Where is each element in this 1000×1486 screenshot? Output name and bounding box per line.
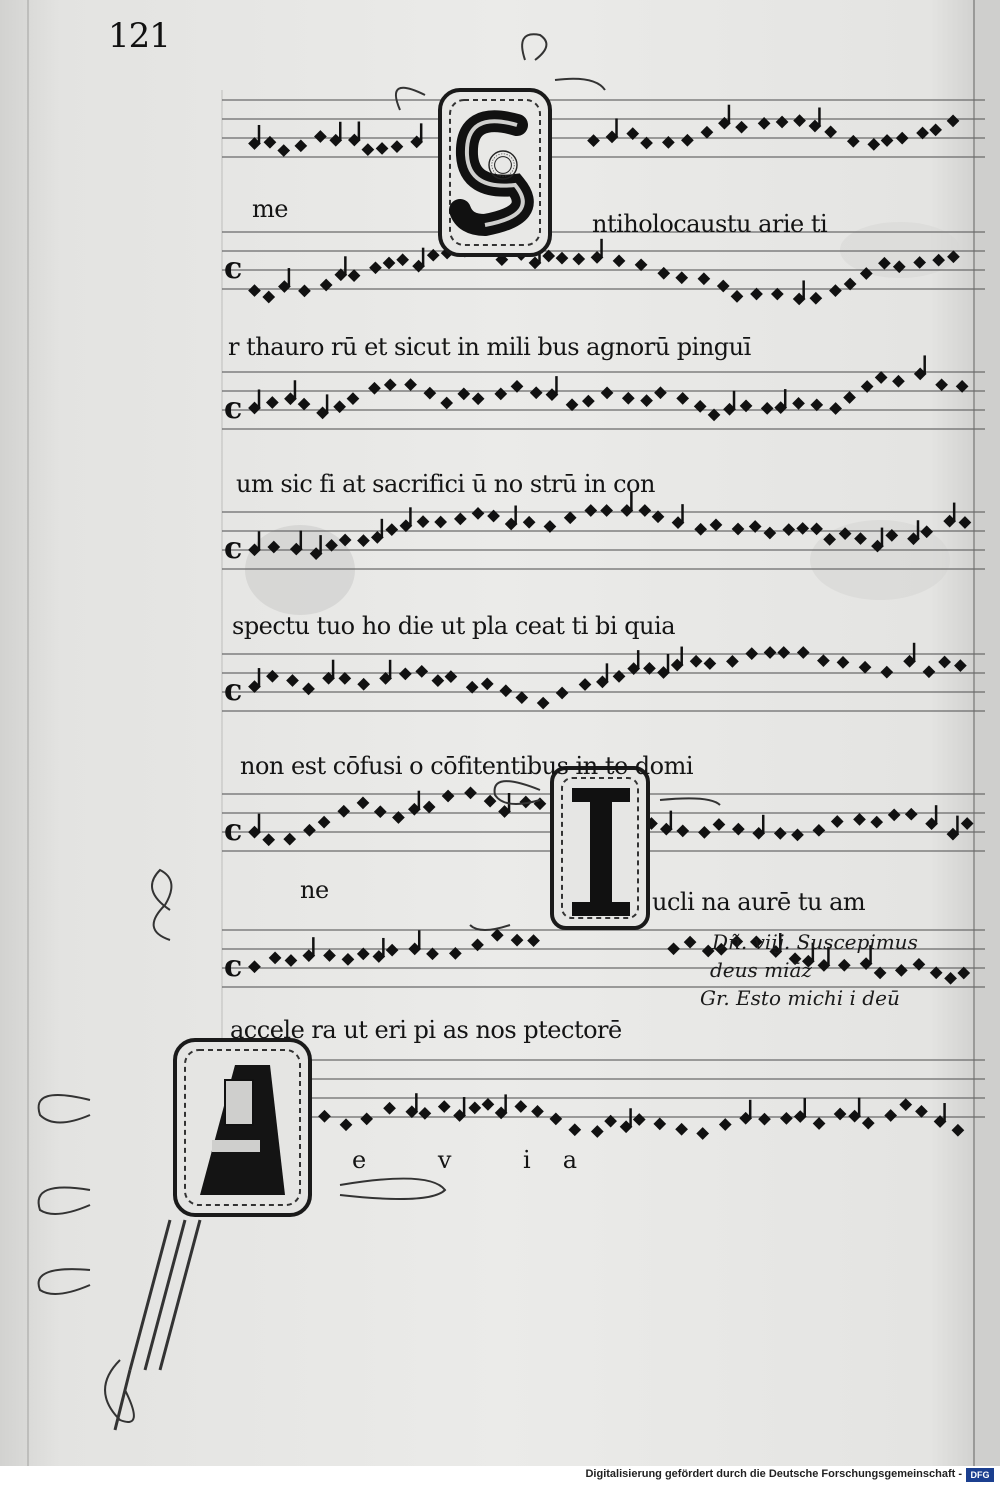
- page-edge: [974, 0, 1000, 1466]
- clef-mark: c: [224, 813, 242, 848]
- lyric-line: um sic fi at sacrifici ū no strū in con: [236, 470, 655, 498]
- neume: [314, 130, 327, 143]
- neume: [457, 387, 471, 401]
- neume: [329, 133, 343, 147]
- neume: [947, 250, 960, 264]
- clef-mark: c: [224, 391, 242, 426]
- neume: [316, 406, 329, 420]
- initial-s: [395, 33, 606, 257]
- lyric-line: r thauro rū et sicut in mili bus agnorū …: [228, 333, 751, 361]
- clef-mark: c: [224, 251, 242, 286]
- neume: [487, 509, 500, 523]
- neume: [294, 139, 308, 153]
- neume: [382, 256, 396, 270]
- neume: [319, 278, 333, 292]
- neume: [361, 143, 375, 157]
- lyric-line: spectu tuo ho die ut pla ceat ti bi quia: [232, 612, 676, 640]
- clef-mark: c: [224, 531, 242, 566]
- neume: [494, 387, 508, 401]
- footer-bar: Digitalisierung gefördert durch die Deut…: [0, 1466, 1000, 1486]
- lyric-line: e v ia: [352, 1146, 610, 1174]
- initial-i: [469, 766, 721, 931]
- bleed-through: [840, 222, 960, 278]
- lyric-line: accele ra ut eri pi as nos ptectorē: [230, 1016, 622, 1044]
- neume: [284, 392, 297, 406]
- neume: [471, 507, 485, 520]
- neume: [390, 140, 404, 154]
- neume: [298, 284, 311, 298]
- lyric-line: non est cōfusi o cōfitentibus in te domi: [240, 752, 694, 780]
- neume: [248, 137, 261, 150]
- neume: [440, 396, 454, 410]
- lyric-line: ne: [300, 876, 329, 904]
- neume: [334, 268, 348, 282]
- neume: [263, 135, 277, 149]
- neume: [248, 284, 261, 297]
- neume: [248, 401, 261, 415]
- neume: [333, 400, 346, 414]
- lyric-line: ucli na aurē tu am: [652, 888, 866, 916]
- neume: [423, 386, 437, 400]
- marginal-note-line: Dñ. viij. Suscepimus: [712, 930, 918, 954]
- clef-mark: c: [224, 673, 242, 708]
- neume: [932, 253, 946, 267]
- neume: [471, 392, 485, 406]
- neume: [368, 381, 381, 395]
- dfg-logo: DFG: [966, 1468, 994, 1482]
- neume: [572, 252, 586, 266]
- lyric-line: me: [252, 195, 288, 223]
- neume: [412, 259, 425, 273]
- initial-a: [37, 868, 447, 1431]
- lyric-line: ntiholocaustu arie ti: [592, 210, 828, 238]
- neume: [383, 378, 397, 392]
- staff-lines: [222, 99, 985, 1118]
- neume: [404, 378, 417, 392]
- neume: [375, 142, 389, 155]
- neume: [347, 269, 361, 282]
- marginal-note-line: Gr. Esto michi i deū: [700, 986, 900, 1010]
- neume: [410, 135, 424, 149]
- footer-credit: Digitalisierung gefördert durch die Deut…: [585, 1468, 962, 1480]
- folio-number: 121: [108, 16, 171, 56]
- neume: [369, 261, 382, 275]
- neume: [346, 392, 360, 405]
- neume: [265, 396, 279, 409]
- neume: [347, 133, 361, 147]
- marginal-note-line: deus miāz: [710, 958, 812, 982]
- neume: [278, 280, 291, 293]
- neume: [262, 290, 276, 304]
- neume: [277, 144, 291, 157]
- clef-mark: c: [224, 949, 242, 984]
- neume: [297, 397, 311, 411]
